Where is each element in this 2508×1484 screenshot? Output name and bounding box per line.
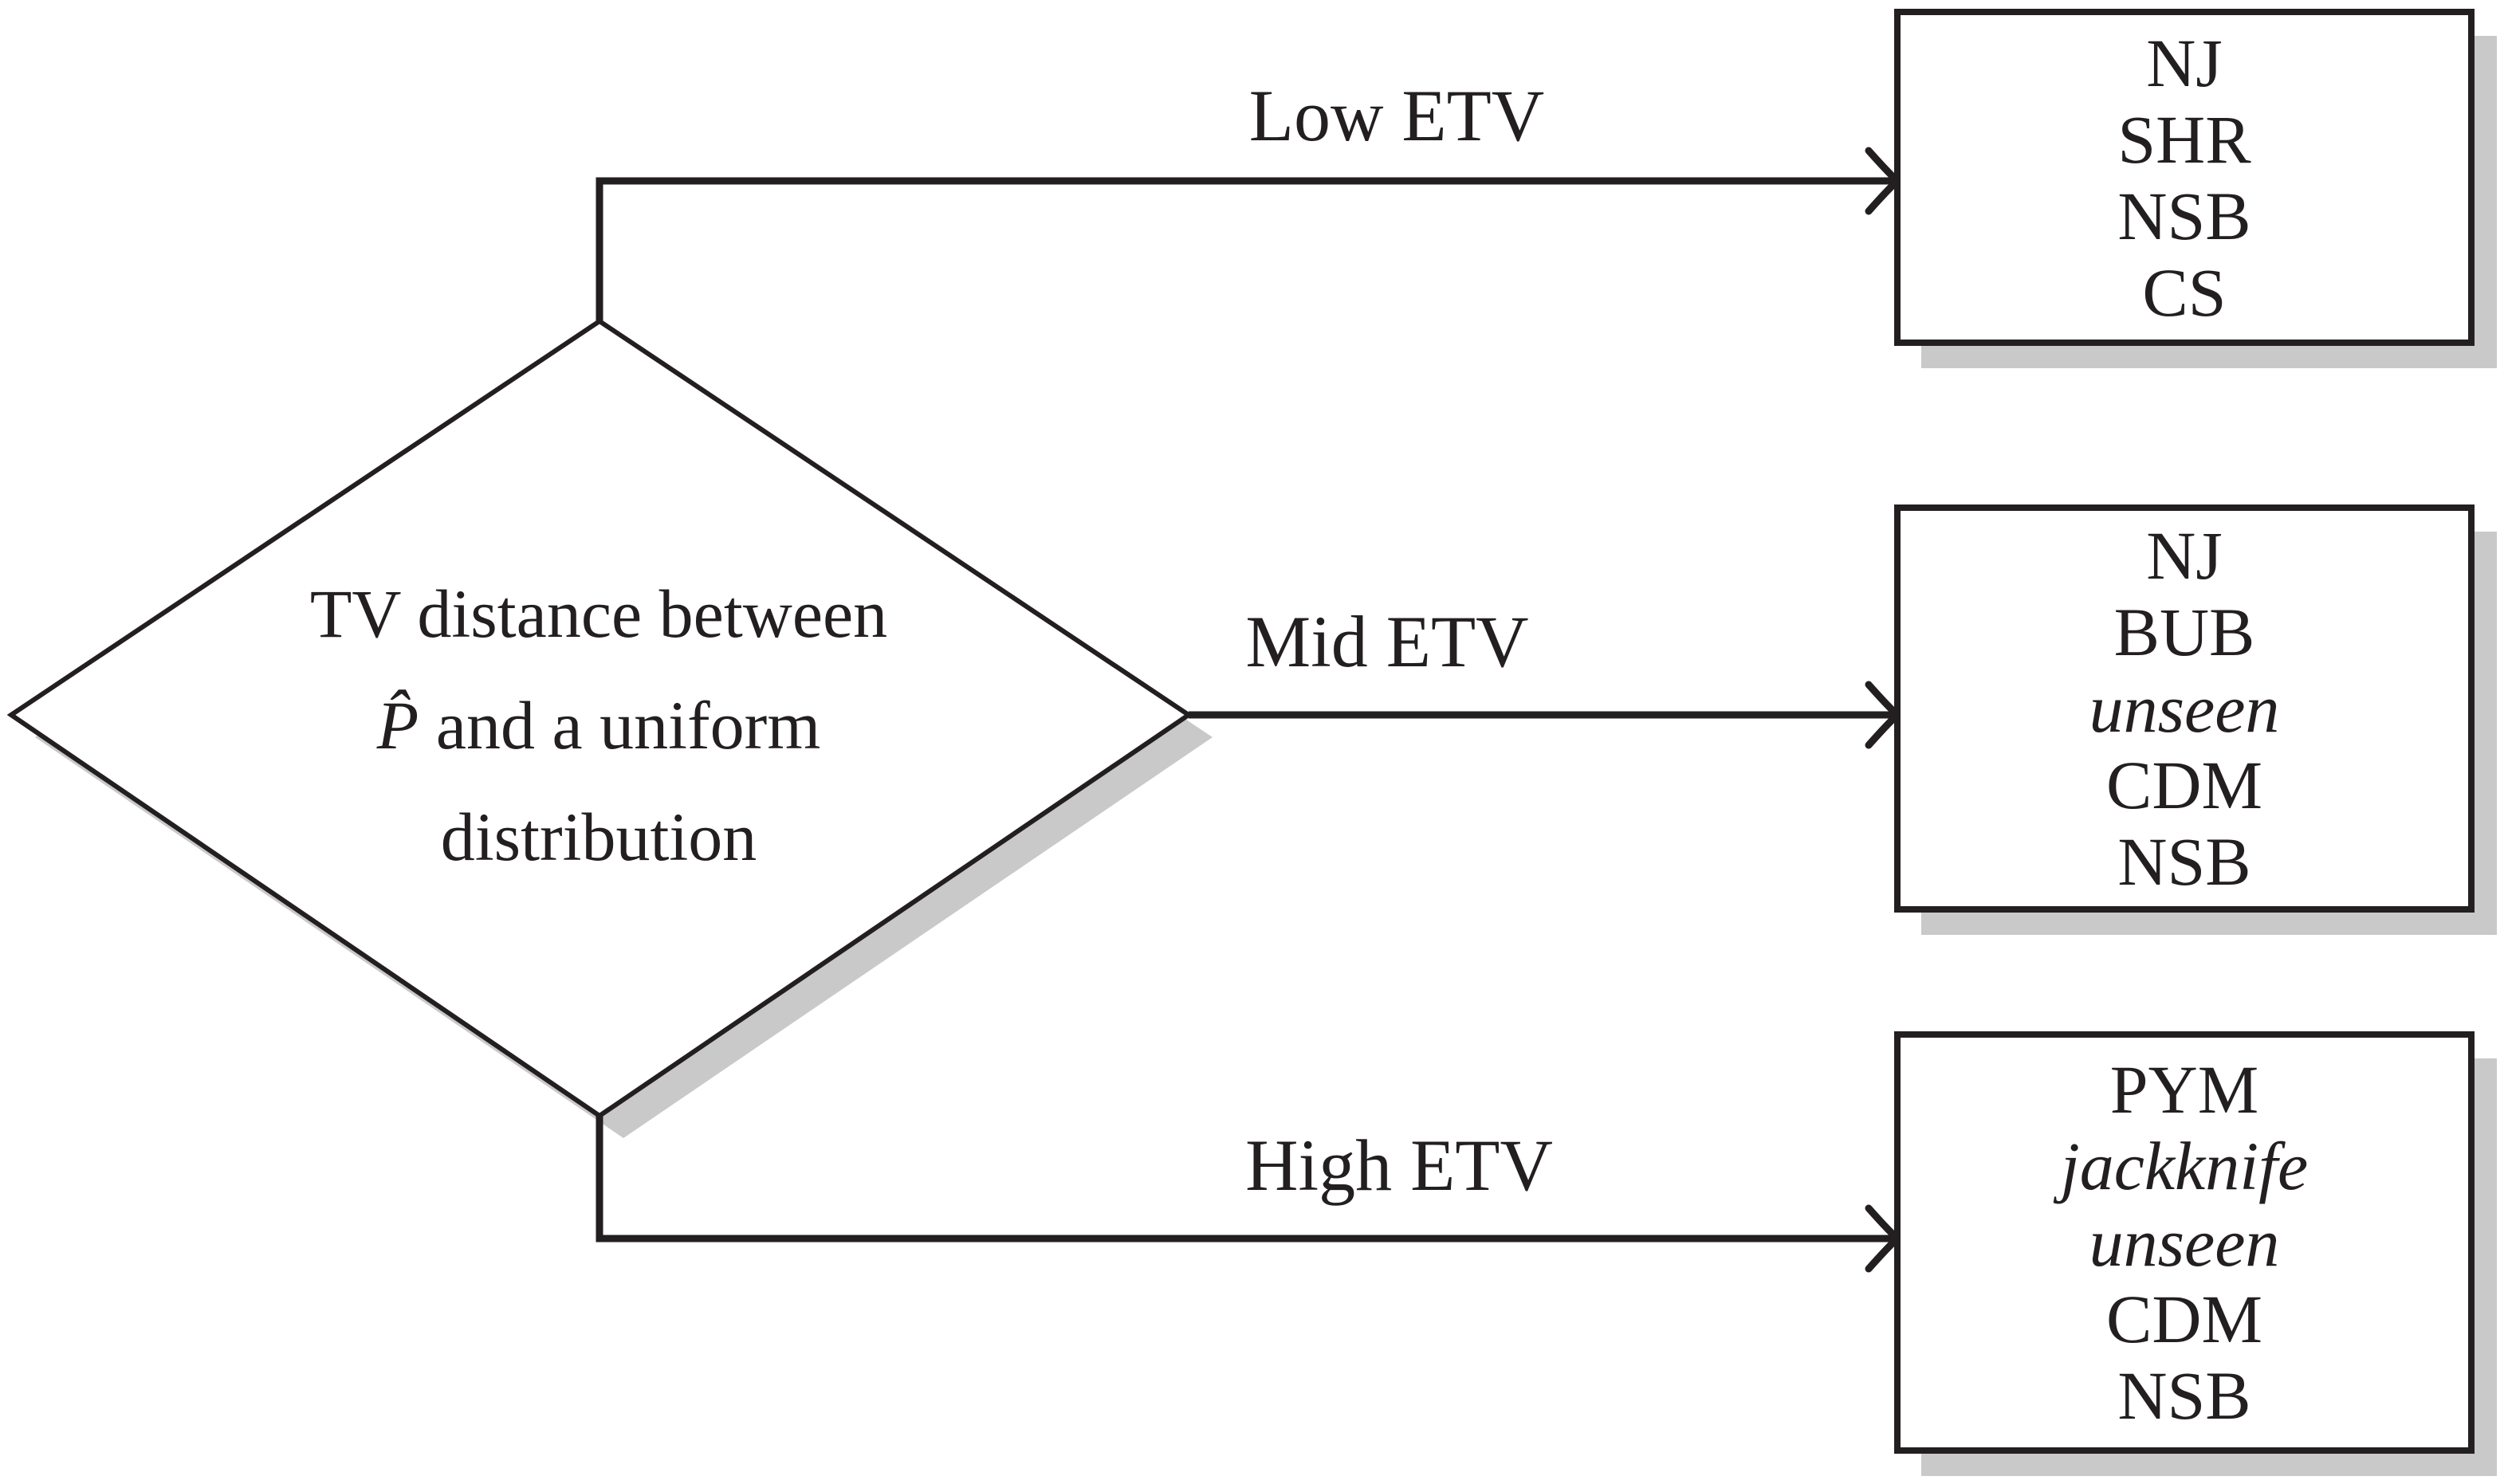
connector-low-etv xyxy=(596,177,1894,321)
estimator-item: CDM xyxy=(2106,747,2262,823)
decision-node-label: TV distance between P̂ and a uniform dis… xyxy=(120,558,1077,893)
branch-label-mid-etv: Mid ETV xyxy=(1245,601,1529,682)
box-low-etv-items: NJ SHR NSB CS xyxy=(1897,12,2471,343)
p-hat-symbol: P̂ xyxy=(376,687,419,764)
decision-line-1: TV distance between xyxy=(309,575,888,652)
estimator-item: jackknife xyxy=(2060,1128,2309,1204)
estimator-item: NJ xyxy=(2146,24,2223,101)
estimator-item: NJ xyxy=(2146,517,2223,594)
estimator-item: BUB xyxy=(2113,594,2255,670)
estimator-item: CS xyxy=(2142,253,2227,331)
box-mid-etv-items: NJ BUB unseen CDM NSB xyxy=(1897,508,2471,909)
decision-line-2-rest: and a uniform xyxy=(419,687,821,764)
estimator-item: SHR xyxy=(2117,100,2251,178)
decision-diamond xyxy=(6,318,1193,1119)
estimator-item: PYM xyxy=(2109,1051,2259,1128)
box-mid-etv xyxy=(1894,504,2475,913)
branch-label-low-etv: Low ETV xyxy=(1248,75,1545,156)
estimator-item: unseen xyxy=(2089,670,2280,747)
estimator-item: CDM xyxy=(2106,1281,2262,1357)
estimator-item: NSB xyxy=(2117,177,2251,254)
box-high-etv-items: PYM jackknife unseen CDM NSB xyxy=(1897,1034,2471,1451)
decision-line-3: distribution xyxy=(440,799,757,875)
estimator-item: unseen xyxy=(2089,1204,2280,1281)
box-high-etv xyxy=(1894,1031,2475,1454)
decision-line-2: P̂ and a uniform xyxy=(120,669,1077,781)
estimator-item: NSB xyxy=(2117,1357,2251,1434)
connector-high-etv xyxy=(596,1116,1894,1243)
branch-label-high-etv: High ETV xyxy=(1245,1125,1553,1206)
estimator-item: NSB xyxy=(2117,823,2251,900)
box-low-etv xyxy=(1894,9,2475,346)
